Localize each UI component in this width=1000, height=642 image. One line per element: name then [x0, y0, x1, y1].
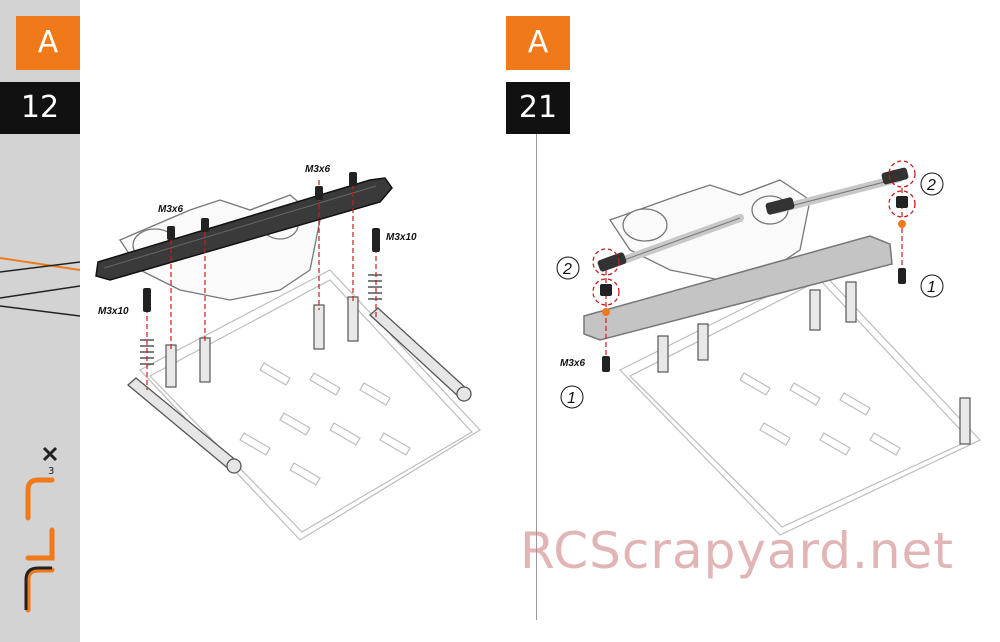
- left-step-letter: A: [16, 16, 80, 70]
- screws: [143, 172, 380, 312]
- carbon-brace: [95, 177, 393, 281]
- callout-1-right: 1: [927, 279, 936, 296]
- brand-logo: 3: [24, 446, 58, 613]
- svg-text:3: 3: [48, 466, 54, 477]
- left-assembly-diagram: M3x6 M3x6 M3x10 M3x10: [95, 164, 481, 541]
- link-rods: [126, 307, 472, 474]
- right-assembly-diagram: M3x6 2 2 1 1: [556, 160, 982, 536]
- left-label-m3x10-right: M3x10: [386, 232, 417, 243]
- chassis-plate: [139, 269, 481, 541]
- turnbuckles: [597, 167, 909, 272]
- left-label-m3x6-b: M3x6: [305, 164, 330, 175]
- right-step-number: 21: [506, 82, 570, 134]
- right-step-letter: A: [506, 16, 570, 70]
- nuts-and-screws: [600, 196, 908, 372]
- page-divider: [536, 134, 537, 620]
- sidebar-stripes: [0, 257, 80, 317]
- callout-1-left: 1: [567, 390, 576, 407]
- left-label-m3x6-a: M3x6: [158, 204, 183, 215]
- callout-circles: [556, 172, 944, 409]
- posts: [165, 296, 359, 388]
- guide-lines: [146, 180, 377, 390]
- callout-2-right: 2: [926, 177, 936, 194]
- right-label-m3x6: M3x6: [560, 358, 585, 369]
- left-label-m3x10-left: M3x10: [98, 306, 129, 317]
- highlight-circles: [592, 160, 916, 306]
- callout-2-left: 2: [562, 261, 572, 278]
- posts-right: [657, 281, 971, 445]
- watermark-text: RCScrapyard.net: [520, 522, 954, 580]
- grey-brace: [583, 235, 893, 341]
- left-step-number: 12: [0, 82, 80, 134]
